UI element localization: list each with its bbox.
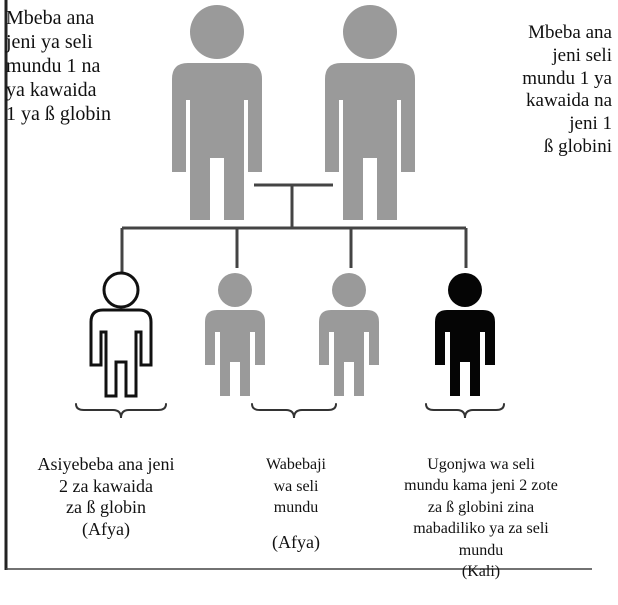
caption-healthy: Asiyebeba ana jeni 2 za kawaida za ß glo… bbox=[37, 454, 175, 539]
caption-carriers: Wabebaji wa seli mundu bbox=[265, 456, 326, 517]
child-carrier-figure-2 bbox=[319, 273, 379, 396]
child-unaffected-figure bbox=[89, 271, 153, 398]
child-carrier-figure-1 bbox=[205, 273, 265, 396]
brace-disease bbox=[425, 403, 505, 419]
caption-carriers-status: (Afya) bbox=[272, 532, 320, 552]
child-affected-figure bbox=[435, 273, 495, 396]
pedigree-lines bbox=[120, 183, 468, 272]
parent-left-figure bbox=[172, 5, 262, 220]
brace-healthy bbox=[75, 403, 167, 419]
braces bbox=[75, 403, 505, 419]
parent-right-label: Mbeba ana jeni seli mundu 1 ya kawaida n… bbox=[522, 22, 612, 157]
parent-left-label: Mbeba ana jeni ya seli mundu 1 na ya kaw… bbox=[6, 7, 111, 125]
brace-carriers bbox=[251, 403, 337, 419]
caption-disease: Ugonjwa wa seli mundu kama jeni 2 zote z… bbox=[404, 456, 558, 581]
parent-right-figure bbox=[325, 5, 415, 220]
